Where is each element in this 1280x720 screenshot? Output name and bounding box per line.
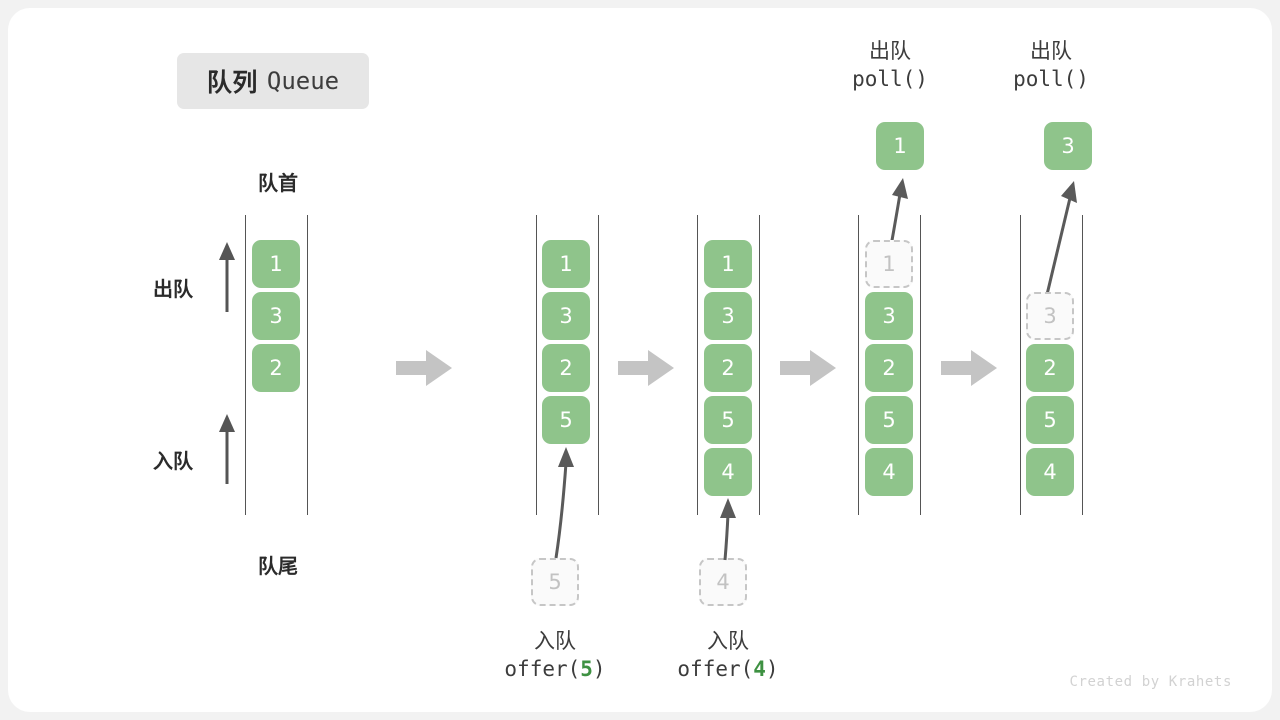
- queue-cell: 1: [252, 240, 300, 288]
- queue-cell: 3: [704, 292, 752, 340]
- operation-code: offer(4): [677, 656, 779, 681]
- operation-code: poll(): [852, 66, 928, 91]
- queue-cell: 2: [252, 344, 300, 392]
- poll-arrow-icon: [889, 178, 908, 247]
- enqueue-direction-label: 入队: [153, 449, 193, 473]
- queue-cell: 1: [704, 240, 752, 288]
- credit-text: Created by Krahets: [1069, 674, 1232, 690]
- step-arrow-icon: [618, 350, 674, 386]
- queue-popped-cell: 3: [1044, 122, 1092, 170]
- queue-tail-label: 队尾: [258, 554, 298, 578]
- queue-cell: 5: [1026, 396, 1074, 444]
- queue-removed-ghost-cell: 1: [865, 240, 913, 288]
- queue-incoming-ghost-cell: 5: [531, 558, 579, 606]
- queue-cell: 2: [865, 344, 913, 392]
- enqueue-arrow-icon: [720, 498, 736, 561]
- queue-cell: 1: [542, 240, 590, 288]
- dequeue-direction-label: 出队: [153, 277, 193, 301]
- queue-cell: 4: [865, 448, 913, 496]
- queue-popped-cell: 1: [876, 122, 924, 170]
- queue-rail-left: [536, 215, 537, 515]
- operation-code: poll(): [1013, 66, 1089, 91]
- enqueue-direction-arrow-icon: [219, 414, 235, 484]
- operation-cn: 出队: [1030, 39, 1072, 63]
- operation-cn: 入队: [534, 629, 576, 653]
- queue-head-label: 队首: [258, 171, 298, 195]
- queue-cell: 3: [252, 292, 300, 340]
- queue-incoming-ghost-cell: 4: [699, 558, 747, 606]
- queue-cell: 2: [704, 344, 752, 392]
- operation-label-poll-3: 出队 poll(): [981, 38, 1121, 93]
- operation-label-offer-5: 入队 offer(5): [475, 628, 635, 683]
- step-arrow-icon: [941, 350, 997, 386]
- queue-cell: 3: [865, 292, 913, 340]
- diagram-title-cn: 队列: [206, 68, 258, 97]
- queue-cell: 2: [1026, 344, 1074, 392]
- operation-code: offer(5): [504, 656, 606, 681]
- diagram-card: 队列 Queue 队首 队尾 出队 入队 1 3 2: [8, 8, 1272, 712]
- queue-cell: 2: [542, 344, 590, 392]
- queue-rail-left: [245, 215, 246, 515]
- step-arrow-icon: [396, 350, 452, 386]
- queue-cell: 5: [704, 396, 752, 444]
- operation-cn: 入队: [707, 629, 749, 653]
- queue-rail-right: [1082, 215, 1083, 515]
- queue-cell: 4: [704, 448, 752, 496]
- dequeue-direction-arrow-icon: [219, 242, 235, 312]
- queue-cell: 5: [542, 396, 590, 444]
- poll-arrow-icon: [1043, 181, 1077, 304]
- operation-cn: 出队: [869, 39, 911, 63]
- queue-cell: 4: [1026, 448, 1074, 496]
- queue-cell: 5: [865, 396, 913, 444]
- operation-label-poll-1: 出队 poll(): [820, 38, 960, 93]
- queue-rail-right: [759, 215, 760, 515]
- step-arrow-icon: [780, 350, 836, 386]
- queue-rail-right: [920, 215, 921, 515]
- queue-rail-right: [307, 215, 308, 515]
- diagram-title-en: Queue: [266, 67, 340, 95]
- enqueue-arrow-icon: [554, 447, 574, 559]
- diagram-title-badge: 队列 Queue: [177, 53, 369, 109]
- operation-label-offer-4: 入队 offer(4): [648, 628, 808, 683]
- queue-rail-left: [697, 215, 698, 515]
- queue-rail-left: [858, 215, 859, 515]
- queue-rail-right: [598, 215, 599, 515]
- queue-cell: 3: [542, 292, 590, 340]
- queue-removed-ghost-cell: 3: [1026, 292, 1074, 340]
- queue-rail-left: [1020, 215, 1021, 515]
